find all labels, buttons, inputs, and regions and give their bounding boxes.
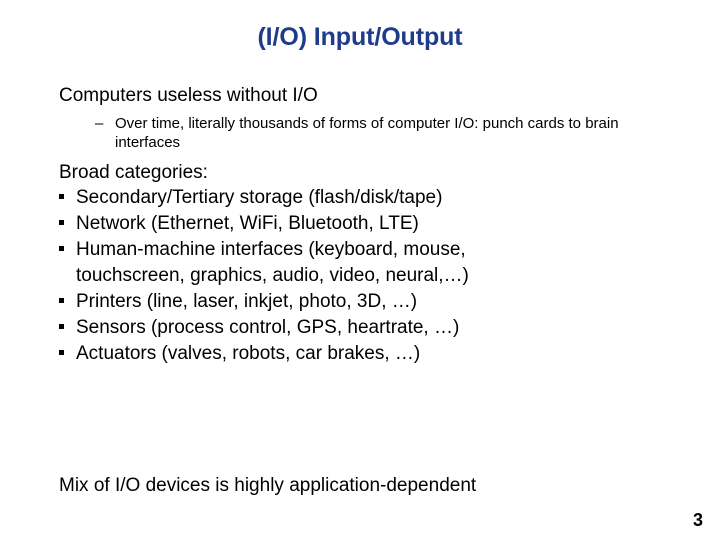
list-item: Network (Ethernet, WiFi, Bluetooth, LTE) bbox=[59, 211, 576, 237]
lead-statement: Computers useless without I/O bbox=[59, 85, 318, 106]
list-item: Secondary/Tertiary storage (flash/disk/t… bbox=[59, 185, 576, 211]
list-item-label: Sensors (process control, GPS, heartrate… bbox=[76, 317, 460, 338]
category-bullet-list: Secondary/Tertiary storage (flash/disk/t… bbox=[59, 185, 659, 367]
list-item-label: Actuators (valves, robots, car brakes, …… bbox=[76, 343, 421, 364]
sub-bullet-list: – Over time, literally thousands of form… bbox=[59, 114, 659, 152]
square-bullet-icon bbox=[59, 298, 64, 303]
sub-bullet-item: – Over time, literally thousands of form… bbox=[59, 114, 659, 152]
section-heading: Broad categories: bbox=[59, 162, 208, 183]
list-item-label: Human-machine interfaces (keyboard, mous… bbox=[76, 239, 469, 286]
list-item-label: Secondary/Tertiary storage (flash/disk/t… bbox=[76, 187, 443, 208]
page-number: 3 bbox=[692, 510, 703, 530]
square-bullet-icon bbox=[59, 220, 64, 225]
square-bullet-icon bbox=[59, 350, 64, 355]
dash-bullet-icon: – bbox=[95, 115, 104, 132]
list-item: Actuators (valves, robots, car brakes, …… bbox=[59, 341, 576, 367]
square-bullet-icon bbox=[59, 246, 64, 251]
page-title: (I/O) Input/Output bbox=[257, 23, 463, 51]
square-bullet-icon bbox=[59, 324, 64, 329]
list-item-label: Network (Ethernet, WiFi, Bluetooth, LTE) bbox=[76, 213, 419, 234]
list-item-label: Printers (line, laser, inkjet, photo, 3D… bbox=[76, 291, 418, 312]
closing-statement: Mix of I/O devices is highly application… bbox=[59, 475, 477, 496]
list-item: Printers (line, laser, inkjet, photo, 3D… bbox=[59, 289, 576, 315]
slide-body: Computers useless without I/O – Over tim… bbox=[59, 84, 659, 367]
list-item: Human-machine interfaces (keyboard, mous… bbox=[59, 237, 554, 289]
sub-bullet-text: Over time, literally thousands of forms … bbox=[115, 115, 619, 151]
list-item: Sensors (process control, GPS, heartrate… bbox=[59, 315, 576, 341]
square-bullet-icon bbox=[59, 194, 64, 199]
